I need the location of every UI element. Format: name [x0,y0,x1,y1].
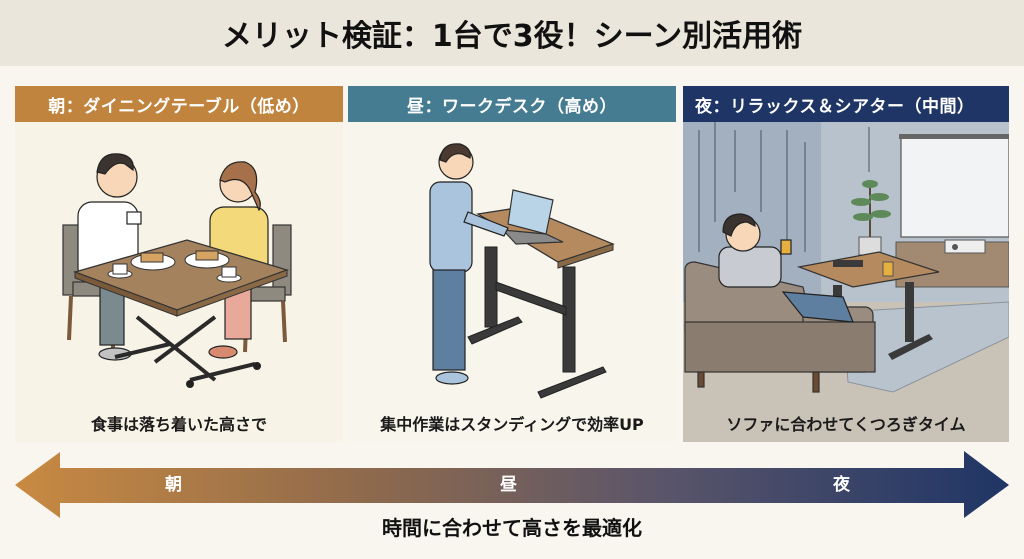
noon-caption: 集中作業はスタンディングで効率UP [380,415,644,434]
time-of-day-arrow [15,451,1009,518]
relaxing-man-figure [718,213,854,323]
projector-screen [900,136,1009,238]
timeline-label-night: 夜 [833,475,850,495]
x-frame-legs [114,315,256,382]
morning-header: 朝：ダイニングテーブル（低め） [15,86,343,122]
breakfast-scene-illustration [62,153,292,388]
timeline-subtitle: 時間に合わせて高さを最適化 [382,516,642,540]
breakfast-items [107,250,242,283]
night-header: 夜：リラックス＆シアター（中間） [683,86,1009,122]
page-title: メリット検証：1台で3役！シーン別活用術 [221,19,803,54]
mid-height-table [796,251,940,360]
standing-man-figure [429,143,509,385]
morning-panel: 食事は落ち着いた高さで [15,122,343,442]
projector-icon [944,239,986,254]
sofa-icon [684,261,876,393]
night-caption: ソファに合わせてくつろぎタイム [726,415,966,434]
morning-caption: 食事は落ち着いた高さで [90,415,267,434]
standing-desk-scene-illustration [429,143,615,399]
timeline-label-noon: 昼 [500,475,517,495]
timeline-label-morning: 朝 [165,475,182,495]
desk-legs [467,246,607,399]
relax-theater-scene-illustration [683,122,1009,407]
laptop-icon [501,189,564,245]
title-bar: メリット検証：1台で3役！シーン別活用術 [0,0,1024,66]
night-panel: ソファに合わせてくつろぎタイム [683,122,1009,442]
noon-panel: 集中作業はスタンディングで効率UP [348,122,676,442]
woman-figure [208,161,269,359]
plant-icon [851,180,891,256]
noon-header: 昼：ワークデスク（高め） [348,86,676,122]
